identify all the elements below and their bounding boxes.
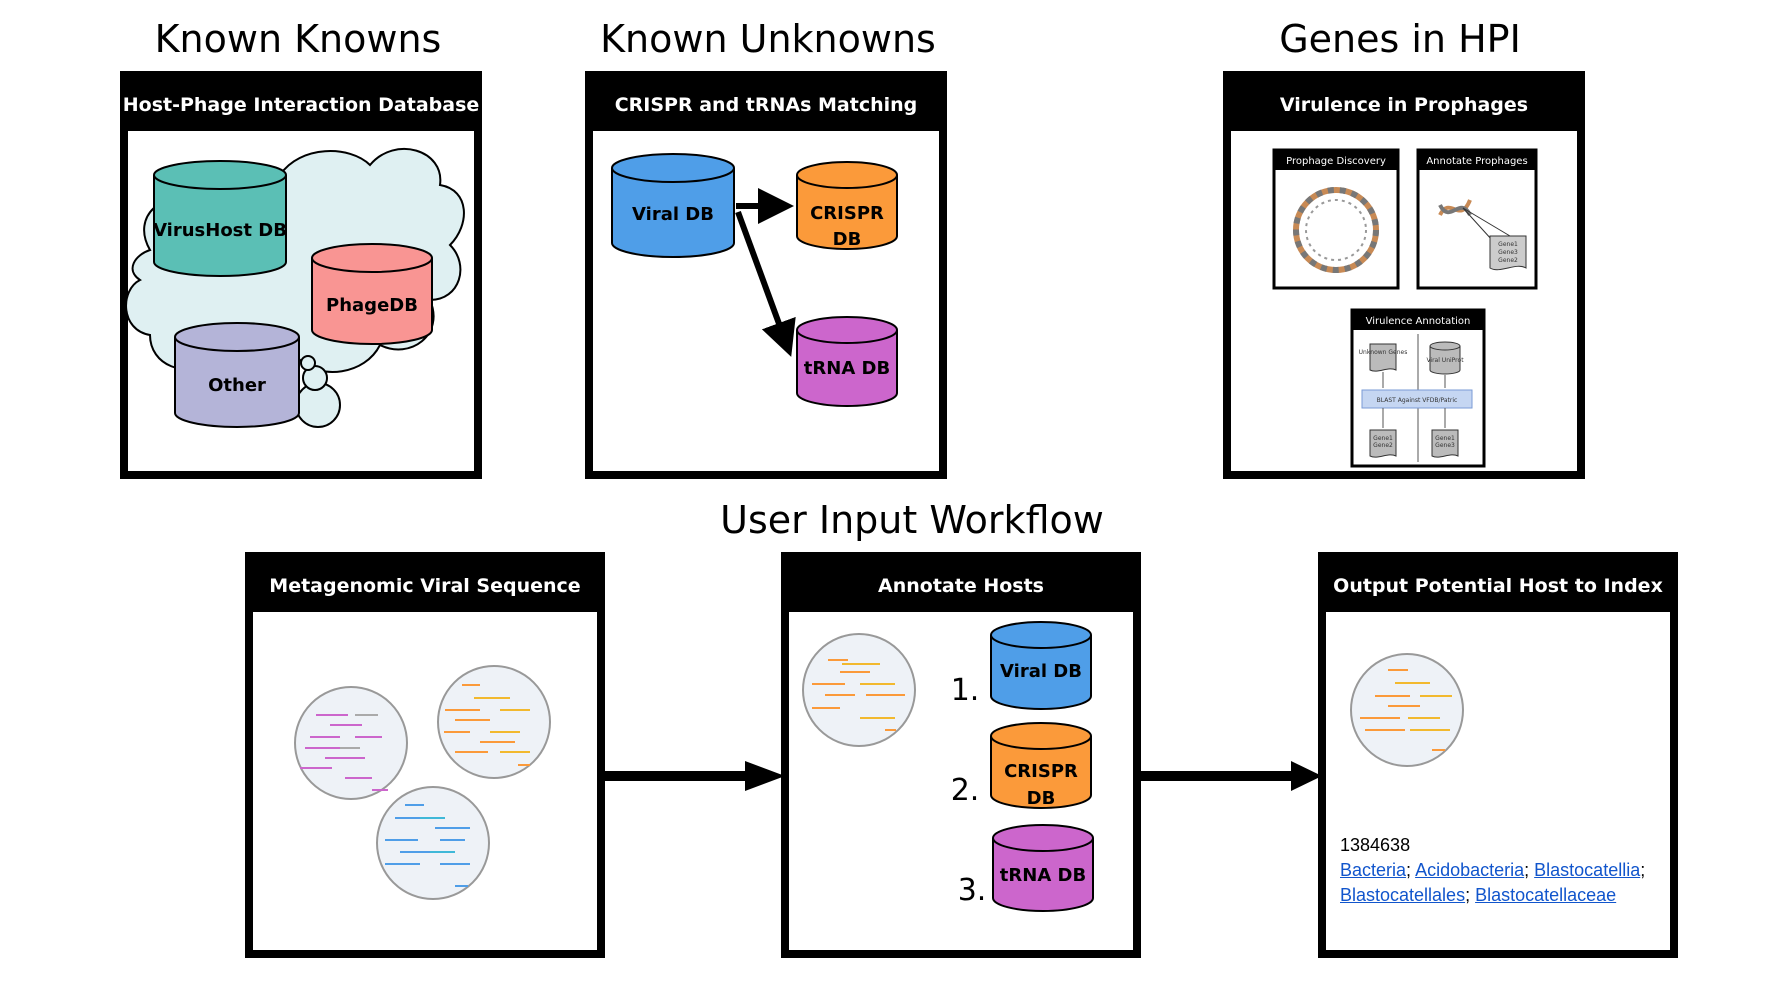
heading-known-knowns: Known Knowns [155, 17, 442, 61]
panel-title: Virulence in Prophages [1280, 94, 1528, 116]
panel-title: Output Potential Host to Index [1333, 575, 1663, 597]
step-number-1: 1. [951, 673, 980, 708]
viral-db-label: Viral DB [632, 204, 714, 225]
crispr-db-cylinder: CRISPR DB [796, 161, 898, 250]
taxon-id: 1384638 [1340, 835, 1411, 855]
crispr-db-label-line2: DB [1027, 788, 1056, 809]
svg-text:Unknown Genes: Unknown Genes [1359, 349, 1408, 356]
heading-genes-in-hpi: Genes in HPI [1279, 17, 1521, 61]
panel-crispr-trna: CRISPR and tRNAs Matching Viral DB CRISP… [585, 71, 947, 479]
viral-db-cylinder: Viral DB [611, 153, 735, 258]
prophage-discovery-panel: Prophage Discovery [1272, 148, 1400, 290]
taxon-link-blastocatellales[interactable]: Blastocatellales [1340, 885, 1466, 905]
viral-db-cylinder: Viral DB [990, 621, 1092, 710]
crispr-db-label-line1: CRISPR [1004, 761, 1078, 782]
viral-uniprot-cylinder-icon: Viral UniProt [1426, 341, 1464, 375]
panel-metagenomic: Metagenomic Viral Sequence [245, 552, 605, 958]
taxon-link-blastocatellaceae[interactable]: Blastocatellaceae [1475, 885, 1617, 905]
panel-host-phage-db: Host-Phage Interaction Database VirusHos… [120, 71, 482, 479]
gene-document-icon: Gene1 Gene3 Gene2 [1489, 235, 1527, 271]
phagedb-cylinder: PhageDB [311, 243, 433, 345]
svg-text:Gene3: Gene3 [1498, 249, 1518, 256]
arrow-to-trna [735, 210, 796, 357]
svg-text:Gene1: Gene1 [1373, 435, 1393, 442]
flow-arrow-1 [605, 761, 785, 791]
virulence-annotation-title: Virulence Annotation [1366, 316, 1471, 327]
svg-text:Gene3: Gene3 [1435, 442, 1455, 449]
trna-db-cylinder: tRNA DB [796, 316, 898, 407]
circular-dna-icon [1293, 187, 1379, 273]
virulence-annotation-panel: Virulence Annotation Unknown Genes Viral… [1350, 308, 1486, 468]
trna-db-label: tRNA DB [804, 358, 890, 379]
svg-text:Gene2: Gene2 [1498, 257, 1518, 264]
phagedb-label: PhageDB [326, 295, 418, 316]
panel-title: Annotate Hosts [878, 575, 1044, 597]
svg-text:Gene1: Gene1 [1435, 435, 1455, 442]
sequence-dish-orange [1350, 653, 1464, 767]
panel-output: Output Potential Host to Index [1318, 552, 1678, 958]
sequence-dish-orange [802, 633, 916, 747]
unknown-genes-doc-icon: Unknown Genes [1359, 343, 1408, 372]
gene-output-doc-right: Gene1 Gene3 [1431, 429, 1459, 458]
svg-text:Viral UniProt: Viral UniProt [1426, 357, 1464, 364]
crispr-db-cylinder: CRISPR DB [990, 722, 1092, 809]
taxon-link-blastocatellia[interactable]: Blastocatellia [1534, 860, 1641, 880]
svg-text:Gene2: Gene2 [1373, 442, 1393, 449]
svg-text:Gene1: Gene1 [1498, 241, 1518, 248]
taxon-link-acidobacteria[interactable]: Acidobacteria [1415, 860, 1525, 880]
crispr-db-label-line1: CRISPR [810, 203, 884, 224]
panel-title: CRISPR and tRNAs Matching [615, 94, 918, 116]
annotate-prophages-panel: Annotate Prophages Gene1 Gene3 Gene2 [1416, 148, 1538, 290]
annotate-prophages-title: Annotate Prophages [1426, 156, 1527, 167]
panel-title: Metagenomic Viral Sequence [269, 575, 580, 597]
panel-virulence: Virulence in Prophages Prophage Discover… [1223, 71, 1585, 479]
panel-title: Host-Phage Interaction Database [123, 94, 480, 116]
taxonomy-output: 1384638 Bacteria; Acidobacteria; Blastoc… [1340, 835, 1646, 905]
heading-known-unknowns: Known Unknowns [600, 17, 936, 61]
panel-annotate-hosts: Annotate Hosts 1. 2. 3. Viral DB [781, 552, 1141, 958]
crispr-db-label-line2: DB [833, 229, 862, 250]
sequence-dish-purple [294, 686, 408, 800]
taxon-link-bacteria[interactable]: Bacteria [1340, 860, 1407, 880]
trna-db-cylinder: tRNA DB [992, 824, 1094, 912]
virushost-db-label: VirusHost DB [153, 220, 287, 241]
blast-step-label: BLAST Against VFDB/Patric [1377, 397, 1458, 404]
flow-arrow-2 [1141, 761, 1322, 791]
heading-user-input-workflow: User Input Workflow [720, 498, 1104, 542]
step-number-2: 2. [951, 773, 980, 808]
virushost-db-cylinder: VirusHost DB [153, 160, 287, 277]
prophage-discovery-title: Prophage Discovery [1286, 156, 1386, 167]
other-db-cylinder: Other [174, 322, 300, 428]
other-db-label: Other [208, 375, 266, 396]
sequence-dish-blue [376, 786, 490, 900]
blast-step-box [1361, 389, 1473, 409]
sequence-dish-orange [437, 665, 551, 779]
trna-db-label: tRNA DB [1000, 865, 1086, 886]
step-number-3: 3. [958, 873, 987, 908]
viral-db-label: Viral DB [1000, 661, 1082, 682]
gene-output-doc-left: Gene1 Gene2 [1369, 429, 1397, 458]
